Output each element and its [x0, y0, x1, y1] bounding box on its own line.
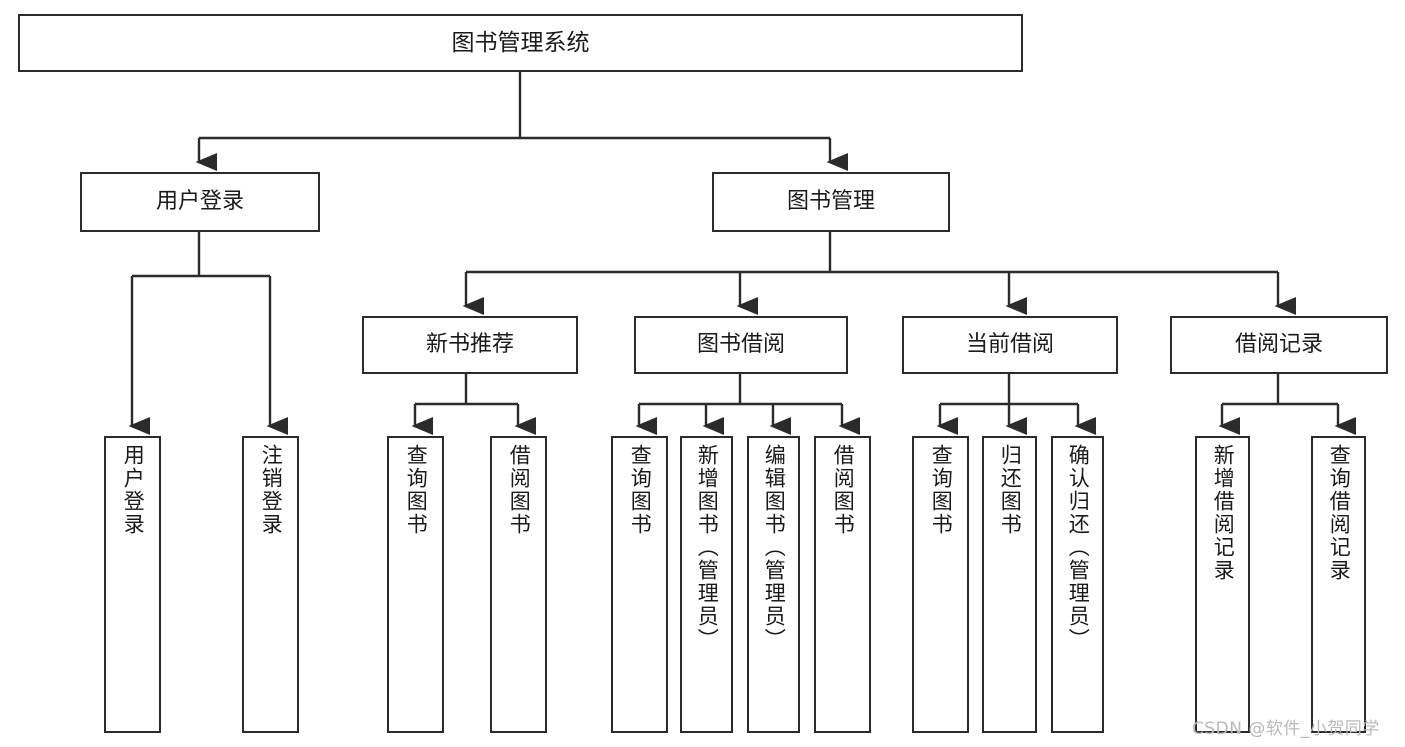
leaf-current-borrow-return[interactable]: 归还图书: [982, 436, 1037, 733]
csdn-watermark: CSDN @软件_小贺同学: [1192, 719, 1380, 739]
leaf-user-login-logout[interactable]: 注销登录: [242, 436, 299, 733]
node-root[interactable]: 图书管理系统: [18, 14, 1023, 72]
node-current-borrow-label: 当前借阅: [965, 332, 1054, 358]
node-new-book-recommend[interactable]: 新书推荐: [362, 316, 578, 374]
leaf-current-borrow-query[interactable]: 查询图书: [912, 436, 969, 733]
leaf-label: 查询借阅记录: [1327, 444, 1352, 582]
leaf-label: 借阅图书: [507, 444, 532, 536]
leaf-label: 查询图书: [404, 444, 429, 536]
leaf-label: 归还图书: [998, 444, 1023, 536]
node-book-borrow-label: 图书借阅: [696, 332, 785, 358]
leaf-label: 借阅图书: [831, 444, 856, 536]
leaf-borrow-record-add[interactable]: 新增借阅记录: [1195, 436, 1250, 733]
node-new-book-recommend-label: 新书推荐: [425, 332, 514, 358]
leaf-book-borrow-query[interactable]: 查询图书: [611, 436, 668, 733]
node-user-login-label: 用户登录: [155, 189, 244, 215]
node-current-borrow[interactable]: 当前借阅: [902, 316, 1118, 374]
leaf-label: 确认归还（管理员）: [1066, 444, 1091, 651]
leaf-label: 新增图书（管理员）: [695, 444, 720, 651]
leaf-book-borrow-add[interactable]: 新增图书（管理员）: [680, 436, 733, 733]
node-book-borrow[interactable]: 图书借阅: [634, 316, 848, 374]
node-user-login[interactable]: 用户登录: [80, 172, 320, 232]
leaf-label: 注销登录: [259, 444, 284, 536]
node-book-management-label: 图书管理: [786, 189, 875, 215]
leaf-book-borrow-edit[interactable]: 编辑图书（管理员）: [747, 436, 800, 733]
leaf-label: 新增借阅记录: [1211, 444, 1236, 582]
node-root-label: 图书管理系统: [451, 29, 590, 56]
leaf-label: 用户登录: [121, 444, 146, 536]
leaf-label: 编辑图书（管理员）: [762, 444, 787, 651]
leaf-label: 查询图书: [929, 444, 954, 536]
leaf-borrow-record-query[interactable]: 查询借阅记录: [1311, 436, 1366, 733]
leaf-current-borrow-confirm[interactable]: 确认归还（管理员）: [1051, 436, 1104, 733]
node-borrow-record-label: 借阅记录: [1234, 332, 1323, 358]
node-book-management[interactable]: 图书管理: [712, 172, 950, 232]
leaf-user-login-login[interactable]: 用户登录: [104, 436, 161, 733]
leaf-new-book-borrow[interactable]: 借阅图书: [490, 436, 547, 733]
leaf-book-borrow-borrow[interactable]: 借阅图书: [814, 436, 871, 733]
leaf-label: 查询图书: [628, 444, 653, 536]
leaf-new-book-query[interactable]: 查询图书: [387, 436, 444, 733]
node-borrow-record[interactable]: 借阅记录: [1170, 316, 1388, 374]
